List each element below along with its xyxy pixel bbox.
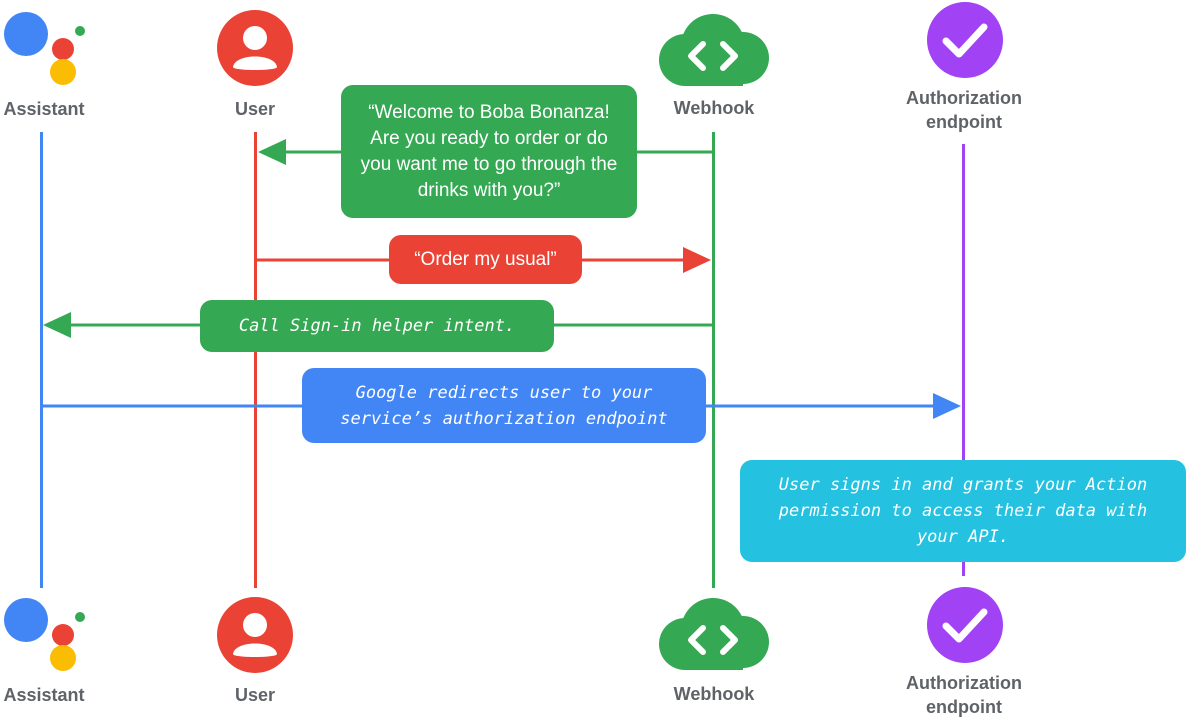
signin-helper-message-box: Call Sign-in helper intent. [200, 300, 554, 352]
user-avatar-icon-bottom [216, 596, 294, 674]
assistant-logo-icon [0, 6, 90, 88]
signin-helper-message-text: Call Sign-in helper intent. [238, 316, 516, 336]
auth-label-line2: endpoint [926, 112, 1002, 132]
checkmark-circle-icon-bottom [926, 586, 1004, 664]
user-label-top: User [234, 99, 276, 119]
assistant-logo-icon-bottom [0, 592, 90, 674]
user-label-bottom: User [234, 685, 276, 705]
assistant-lifeline [40, 132, 43, 588]
checkmark-circle-icon [926, 1, 1004, 79]
assistant-label-bottom: Assistant [3, 685, 85, 705]
webhook-lifeline [712, 132, 715, 588]
auth-label-line2-bottom: endpoint [926, 697, 1002, 717]
auth-label-line1: Authorization [906, 88, 1022, 108]
auth-endpoint-lifeline [962, 144, 965, 576]
grant-message-text: User signs in and grants your Action per… [778, 475, 1148, 547]
auth-label-line1-bottom: Authorization [906, 673, 1022, 693]
grant-message-box: User signs in and grants your Action per… [740, 460, 1186, 562]
redirect-message-text: Google redirects user to your service’s … [340, 382, 668, 429]
order-message-text: “Order my usual” [414, 248, 557, 270]
user-lifeline [254, 132, 257, 588]
user-avatar-icon [216, 9, 294, 87]
cloud-code-icon [655, 14, 771, 86]
auth-endpoint-label-bottom: Authorization endpoint [894, 671, 1034, 719]
assistant-label-top: Assistant [3, 99, 85, 119]
webhook-label-bottom: Webhook [673, 684, 755, 704]
cloud-code-icon-bottom [655, 598, 771, 670]
auth-endpoint-label-top: Authorization endpoint [894, 86, 1034, 134]
welcome-message-box: “Welcome to Boba Bonanza! Are you ready … [341, 85, 637, 218]
redirect-message-box: Google redirects user to your service’s … [302, 368, 706, 443]
order-message-box: “Order my usual” [389, 235, 582, 284]
webhook-label-top: Webhook [673, 98, 755, 118]
welcome-message-text: “Welcome to Boba Bonanza! Are you ready … [360, 101, 618, 201]
